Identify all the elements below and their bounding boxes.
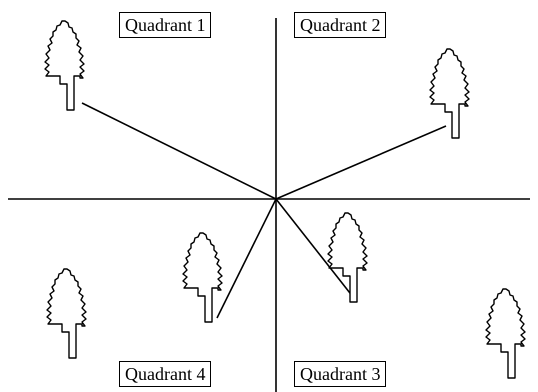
tree-icon <box>46 268 87 359</box>
tree-icon <box>429 48 470 139</box>
ray-to-tree-q1-outer <box>81 102 277 200</box>
ray-to-tree-q4-inner <box>216 198 277 319</box>
ray-to-tree-q2-outer <box>275 125 447 200</box>
quadrant-3-label: Quadrant 3 <box>294 361 387 387</box>
quadrant-4-label: Quadrant 4 <box>119 361 212 387</box>
quadrant-1-label: Quadrant 1 <box>119 12 212 38</box>
tree-icon <box>182 232 223 323</box>
tree-icon <box>485 288 526 379</box>
quadrant-2-label: Quadrant 2 <box>294 12 387 38</box>
tree-icon <box>44 20 85 111</box>
ray-to-tree-q3-inner <box>275 198 358 303</box>
